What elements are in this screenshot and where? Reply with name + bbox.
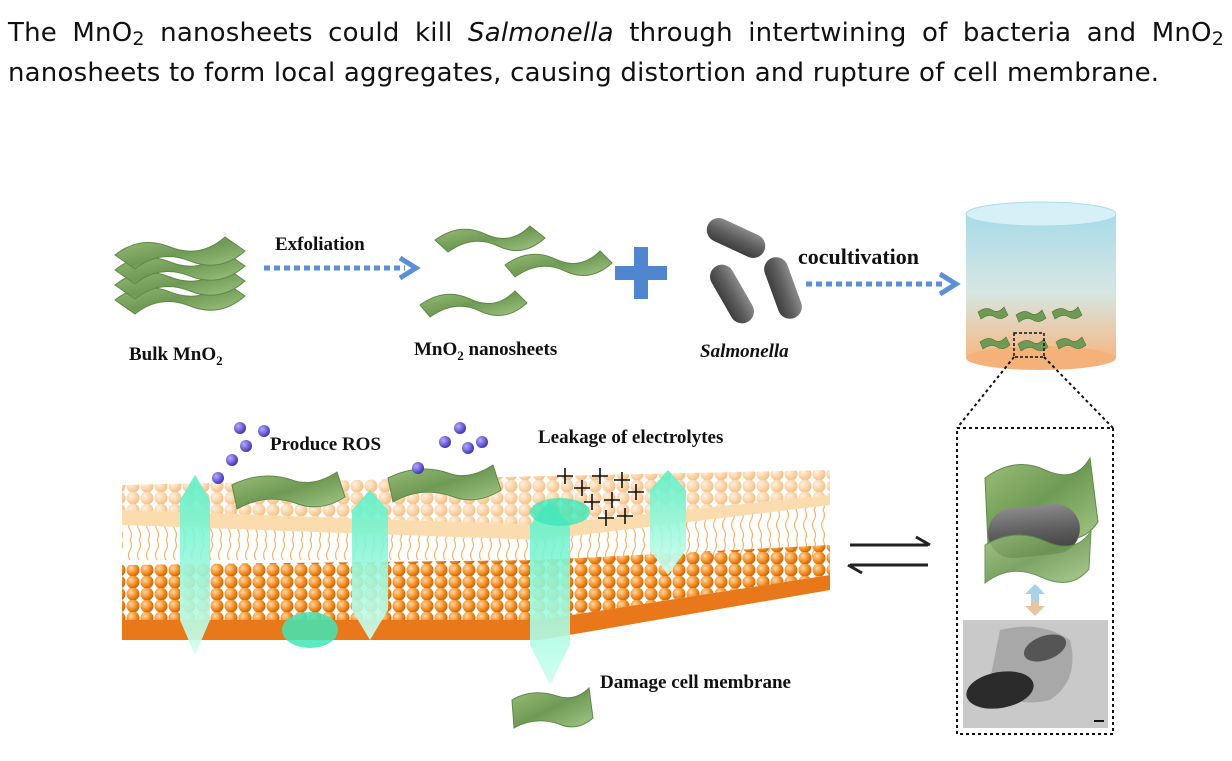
ros-particles-icon [212, 422, 488, 484]
exfoliation-arrowhead-icon [398, 255, 421, 281]
zoom-line-left [956, 356, 1015, 429]
produce-ros-label: Produce ROS [270, 434, 381, 455]
zoom-panel [956, 427, 1114, 735]
caption-text: nanosheets to form local aggregates, cau… [8, 58, 1160, 88]
figure-caption: The MnO2 nanosheets could kill Salmonell… [8, 14, 1224, 92]
cell-membrane-illustration [122, 464, 830, 729]
bulk-mno2-label: Bulk MnO2 [129, 344, 223, 368]
zoom-line-right [1043, 356, 1114, 429]
damage-membrane-label: Damage cell membrane [600, 672, 791, 693]
caption-subscript: 2 [1211, 28, 1224, 50]
plus-icon [615, 247, 667, 299]
caption-subscript: 2 [132, 28, 145, 50]
leakage-label: Leakage of electrolytes [538, 427, 723, 448]
equilibrium-arrows-icon [847, 535, 931, 575]
caption-italic: Salmonella [468, 18, 614, 48]
bulk-mno2-stack-icon [114, 236, 246, 315]
caption-text: through intertwining of bacteria and MnO [613, 18, 1212, 48]
mno2-nanosheets-label: MnO2 nanosheets [414, 339, 557, 363]
caption-text: The MnO [8, 18, 133, 48]
cocultivation-label: cocultivation [798, 244, 919, 269]
electrolyte-ions-icon [557, 468, 644, 526]
culture-vessel-icon [965, 201, 1117, 370]
mno2-nanosheets-icon [419, 225, 613, 318]
exfoliation-label: Exfoliation [275, 234, 365, 255]
cocultivation-arrowhead-icon [938, 271, 961, 297]
salmonella-label: Salmonella [700, 341, 789, 362]
caption-text: nanosheets could kill [144, 18, 468, 48]
salmonella-bacteria-icon [706, 217, 802, 324]
